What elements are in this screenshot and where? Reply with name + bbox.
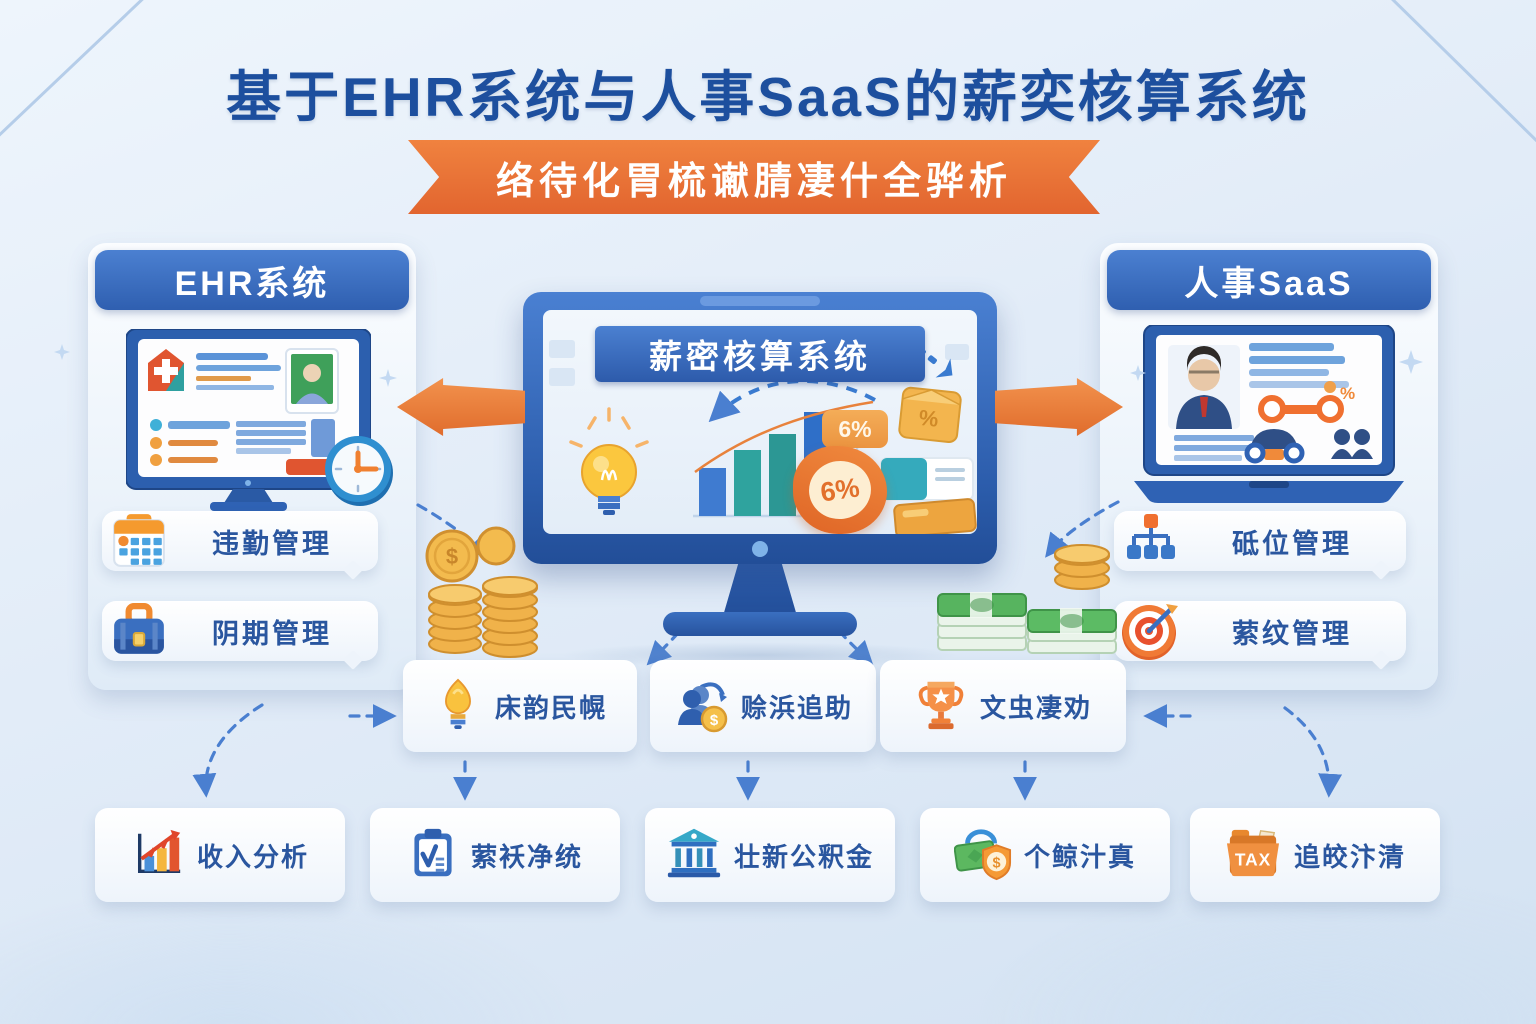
target-icon bbox=[1114, 600, 1188, 662]
gold-coins-stack: $ bbox=[425, 526, 538, 658]
percent-symbol: % bbox=[1340, 384, 1355, 403]
trophy-icon bbox=[914, 675, 968, 738]
feature-label: 砥位管理 bbox=[1232, 528, 1352, 559]
ehr-panel: EHR系统 bbox=[88, 243, 416, 690]
svg-text:$: $ bbox=[992, 855, 1000, 871]
hr-saas-panel: 人事SaaS % bbox=[1100, 243, 1438, 690]
money-shield-icon: $ bbox=[953, 825, 1012, 886]
background-blob bbox=[0, 884, 580, 1024]
saas-feature-performance: 萦纹管理 bbox=[1114, 601, 1406, 661]
payroll-monitor: % 薪密核算系统 6% 6% bbox=[523, 292, 997, 564]
bottom-feature-label: 壮新公釈金 bbox=[733, 841, 874, 872]
payroll-screen: % 薪密核算系统 6% 6% bbox=[543, 310, 977, 534]
bottom-feature-tax-calc: $ 个鲸汁真 bbox=[920, 808, 1170, 902]
payroll-screen-banner: 薪密核算系统 bbox=[595, 326, 925, 382]
percent-badge: 6% bbox=[793, 446, 887, 534]
hr-laptop-illustration: % bbox=[1134, 325, 1404, 503]
bank-icon bbox=[666, 826, 722, 885]
ehr-panel-title: EHR系统 bbox=[174, 264, 330, 303]
saas-feature-position: 砥位管理 bbox=[1114, 511, 1406, 571]
mid-feature-label: 文虫凄劝 bbox=[979, 692, 1092, 723]
monitor-power-dot bbox=[752, 541, 768, 557]
subtitle-ribbon: 络待化胃梳谳腈凄什全骅析 bbox=[408, 140, 1100, 214]
mid-feature-2: $ 赊浜追助 bbox=[650, 660, 876, 752]
mid-feature-label: 赊浜追助 bbox=[740, 692, 853, 723]
monitor-stand bbox=[723, 560, 797, 616]
clock-icon bbox=[325, 436, 393, 506]
mid-feature-1: 床韵民幌 bbox=[403, 660, 637, 752]
hr-saas-panel-header: 人事SaaS bbox=[1107, 250, 1431, 310]
payroll-screen-title: 薪密核算系统 bbox=[649, 338, 871, 375]
ehr-feature-leave: 阴期管理 bbox=[102, 601, 378, 661]
bottom-feature-tax-file: TAX 追皎汴清 bbox=[1190, 808, 1440, 902]
ehr-monitor-illustration bbox=[126, 329, 371, 511]
tax-label: TAX bbox=[1235, 849, 1271, 869]
bottom-feature-label: 萦袄净统 bbox=[470, 841, 583, 872]
people-coin-icon: $ bbox=[673, 675, 729, 738]
cash-stacks bbox=[937, 544, 1117, 654]
bottom-feature-label: 个鲸汁真 bbox=[1023, 841, 1136, 872]
ehr-panel-header: EHR系统 bbox=[95, 250, 409, 310]
cube-percent-symbol: % bbox=[918, 405, 940, 432]
bar-chart-icon bbox=[131, 826, 185, 885]
bottom-feature-review: 萦袄净统 bbox=[370, 808, 620, 902]
org-chart-icon bbox=[1114, 512, 1188, 570]
mid-feature-3: 文虫凄劝 bbox=[880, 660, 1126, 752]
coin-dollar-symbol: $ bbox=[446, 544, 458, 569]
feature-label: 萦纹管理 bbox=[1232, 618, 1352, 649]
lightbulb-icon bbox=[433, 675, 483, 738]
bottom-feature-label: 追皎汴清 bbox=[1293, 841, 1406, 872]
page-title: 基于EHR系统与人事SaaS的薪奕核算系统 bbox=[226, 66, 1310, 128]
mid-feature-label: 床韵民幌 bbox=[494, 692, 607, 723]
bottom-feature-fund: 壮新公釈金 bbox=[645, 808, 895, 902]
svg-text:$: $ bbox=[710, 712, 719, 729]
percent-badge-value: 6% bbox=[805, 456, 875, 524]
ehr-feature-attendance: 违勤管理 bbox=[102, 511, 378, 571]
hr-saas-panel-title: 人事SaaS bbox=[1184, 264, 1354, 303]
bottom-feature-income: 收入分析 bbox=[95, 808, 345, 902]
clipboard-check-icon bbox=[407, 825, 459, 886]
calendar-icon bbox=[102, 512, 176, 570]
monitor-camera-strip bbox=[700, 296, 820, 306]
tax-folder-icon: TAX bbox=[1224, 826, 1282, 885]
briefcase-icon bbox=[102, 602, 176, 660]
percent-tag: 6% bbox=[822, 410, 888, 448]
arrow-to-ehr bbox=[397, 378, 525, 436]
bottom-feature-label: 收入分析 bbox=[196, 841, 309, 872]
feature-label: 阴期管理 bbox=[212, 618, 332, 649]
monitor-base bbox=[663, 612, 857, 636]
feature-label: 违勤管理 bbox=[212, 528, 332, 559]
subtitle-text: 络待化胃梳谳腈凄什全骅析 bbox=[495, 160, 1012, 203]
